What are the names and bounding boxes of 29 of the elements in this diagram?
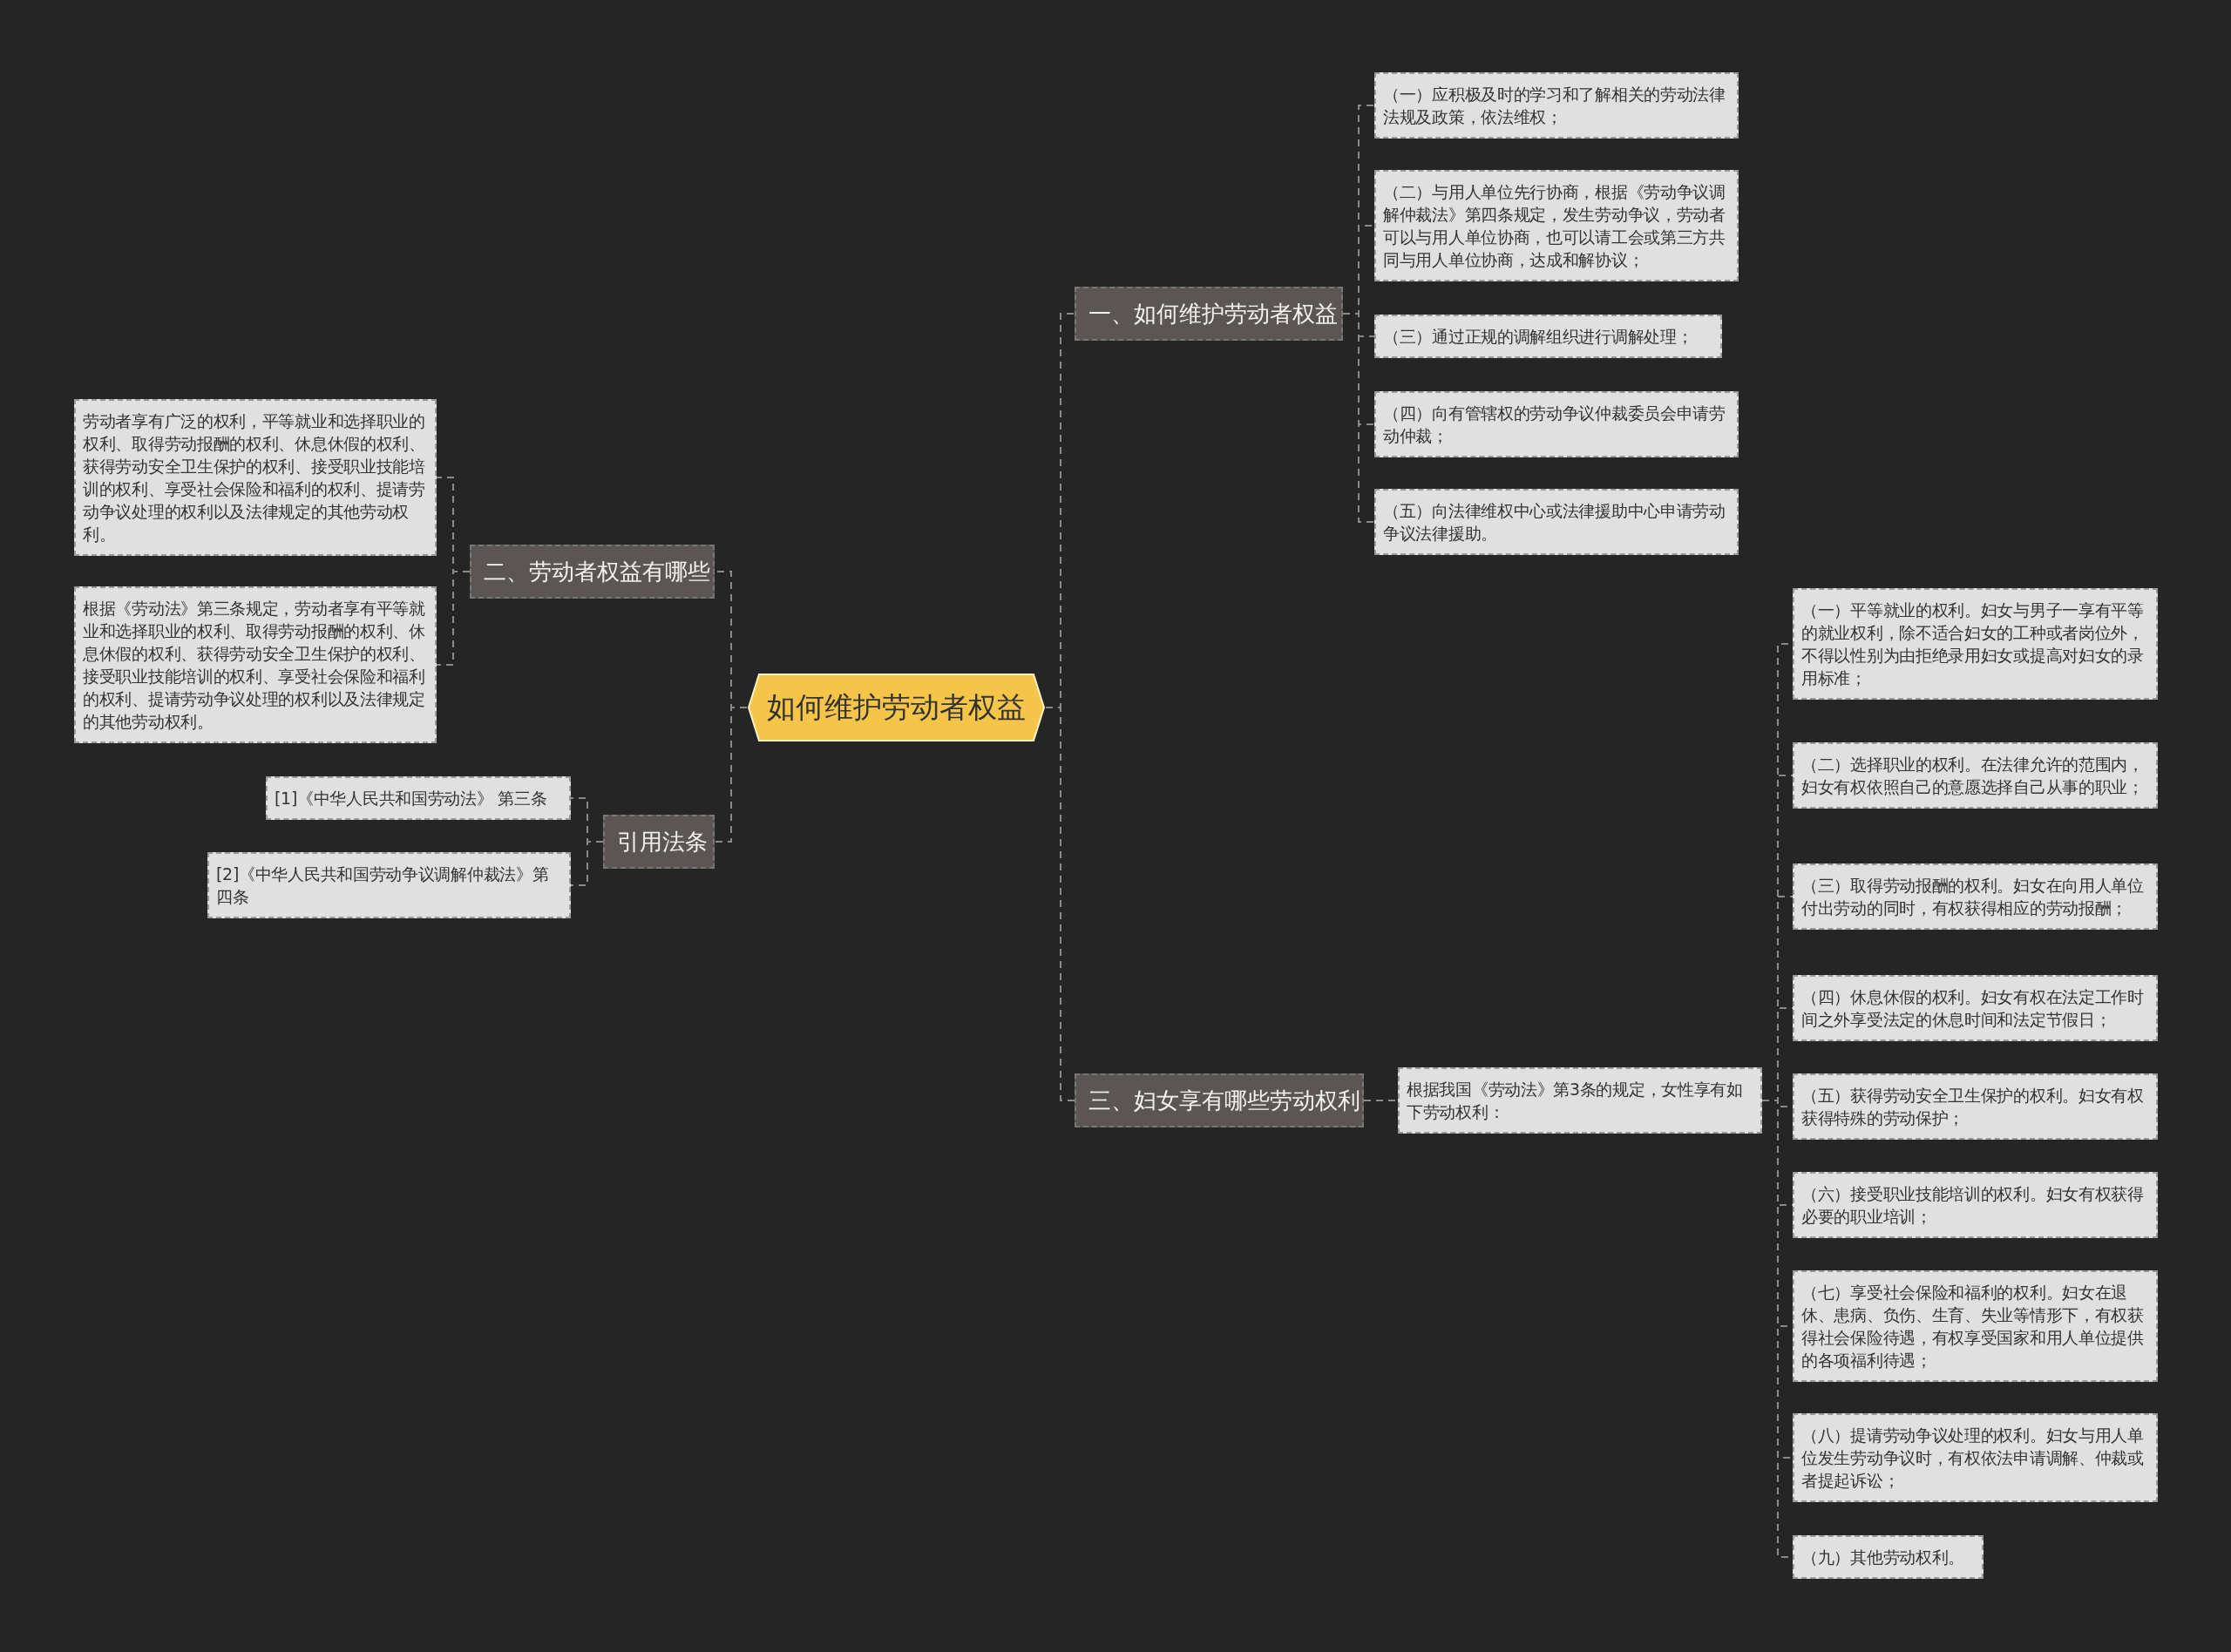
note-box: （五）获得劳动安全卫生保护的权利。妇女有权获得特殊的劳动保护； xyxy=(1793,1073,2158,1140)
topic-title: 如何维护劳动者权益 xyxy=(766,688,1027,726)
note-box: （八）提请劳动争议处理的权利。妇女与用人单位发生劳动争议时，有权依法申请调解、仲裁或者提起诉讼； xyxy=(1793,1413,2158,1502)
note-box: 根据《劳动法》第三条规定，劳动者享有平等就业和选择职业的权利、取得劳动报酬的权利、休息休假的权利、获得劳动安全卫生保护的权利、接受职业技能培训的权利、享受社会保险和福利的权利、提请劳动争议处理的权利以及法律规定的其他劳动权利。 xyxy=(74,586,437,743)
note-box: （四）向有管辖权的劳动争议仲裁委员会申请劳动仲裁； xyxy=(1374,391,1739,457)
note-box: （九）其他劳动权利。 xyxy=(1793,1535,1983,1579)
note-box: （七）享受社会保险和福利的权利。妇女在退休、患病、负伤、生育、失业等情形下，有权获得社会保险待遇，有权享受国家和用人单位提供的各项福利待遇； xyxy=(1793,1270,2158,1382)
note-box: 劳动者享有广泛的权利，平等就业和选择职业的权利、取得劳动报酬的权利、休息休假的权利、获得劳动安全卫生保护的权利、接受职业技能培训的权利、享受社会保险和福利的权利、提请劳动争议处理的权利以及法律规定的其他劳动权利。 xyxy=(74,399,437,556)
note-box: （二）选择职业的权利。在法律允许的范围内，妇女有权依照自己的意愿选择自己从事的职业； xyxy=(1793,742,2158,809)
note-box: 根据我国《劳动法》第3条的规定，女性享有如下劳动权利： xyxy=(1398,1067,1762,1134)
note-box: （六）接受职业技能培训的权利。妇女有权获得必要的职业培训； xyxy=(1793,1172,2158,1238)
connector-line xyxy=(570,841,604,886)
topic-box: 三、妇女享有哪些劳动权利 xyxy=(1075,1073,1364,1127)
topic-box: 一、如何维护劳动者权益 xyxy=(1075,287,1343,341)
topic-box: 引用法条 xyxy=(603,815,715,869)
note-box: （四）休息休假的权利。妇女有权在法定工作时间之外享受法定的休息时间和法定节假日； xyxy=(1793,975,2158,1041)
note-box: （三）取得劳动报酬的权利。妇女在向用人单位付出劳动的同时，有权获得相应的劳动报酬； xyxy=(1793,863,2158,930)
note-box: （二）与用人单位先行协商，根据《劳动争议调解仲裁法》第四条规定，发生劳动争议，劳动者可以与用人单位协商，也可以请工会或第三方共同与用人单位协商，达成和解协议； xyxy=(1374,170,1739,281)
hexagon-node xyxy=(747,673,1046,742)
connector-line xyxy=(714,707,748,843)
note-box: [2]《中华人民共和国劳动争议调解仲裁法》第四条 xyxy=(207,852,571,918)
note-box: （一）应积极及时的学习和了解相关的劳动法律法规及政策，依法维权； xyxy=(1374,72,1739,139)
topic-box: 二、劳动者权益有哪些 xyxy=(470,545,715,599)
note-box: （五）向法律维权中心或法律援助中心申请劳动争议法律援助。 xyxy=(1374,489,1739,555)
note-box: （三）通过正规的调解组织进行调解处理； xyxy=(1374,315,1722,358)
connector-line xyxy=(436,571,471,666)
note-box: [1]《中华人民共和国劳动法》 第三条 xyxy=(266,776,571,820)
note-box: （一）平等就业的权利。妇女与男子一享有平等的就业权利，除不适合妇女的工种或者岗位外，不得以性别为由拒绝录用妇女或提高对妇女的录用标准； xyxy=(1793,588,2158,700)
connector-line xyxy=(1342,313,1375,523)
